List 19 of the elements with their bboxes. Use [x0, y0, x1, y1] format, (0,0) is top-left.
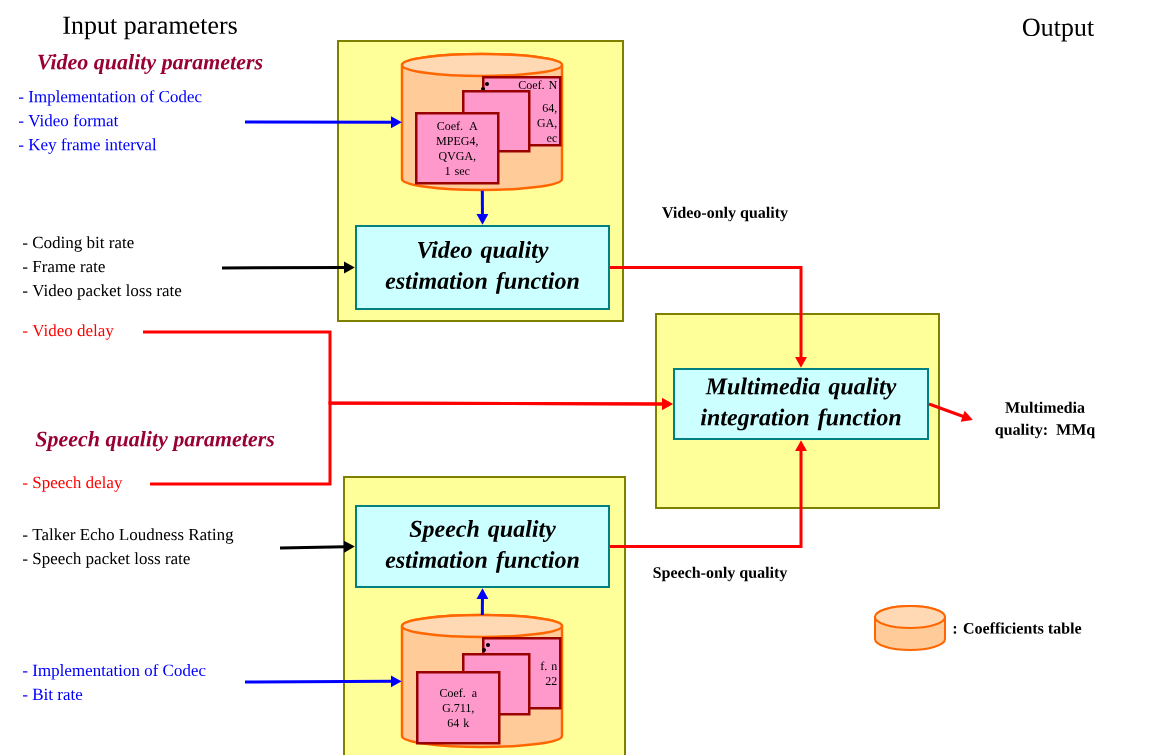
output-text: Multimedia quality: MMq: [995, 401, 1096, 439]
parameter-list: - Implementation of Codec - Video format - Key frame interval: [18, 90, 202, 154]
section-heading: Video quality parameters: [38, 54, 263, 74]
section-heading: Speech quality parameters: [35, 431, 275, 451]
quality-label: Speech-only quality: [653, 566, 788, 582]
parameter-list: - Video delay: [22, 324, 114, 340]
coefficient-card: Coef. A MPEG4, QVGA, 1 sec: [415, 112, 500, 185]
function-box: Multimedia quality integration function: [673, 368, 929, 440]
parameter-list: - Coding bit rate - Frame rate - Video packet loss rate: [22, 236, 182, 300]
parameter-list: - Implementation of Codec - Bit rate: [22, 663, 206, 701]
heading: Input parameters: [63, 16, 237, 40]
function-box: Speech quality estimation function: [355, 505, 610, 588]
legend-text: : Coefficients table: [953, 622, 1082, 634]
heading: Output: [1022, 18, 1094, 42]
function-box: Video quality estimation function: [355, 225, 610, 310]
coefficient-card: Coef. a G.711, 64 k: [416, 671, 501, 745]
parameter-list: - Talker Echo Loudness Rating - Speech packet loss rate: [22, 528, 234, 568]
quality-label: Video-only quality: [662, 206, 788, 222]
parameter-list: - Speech delay: [22, 476, 123, 492]
